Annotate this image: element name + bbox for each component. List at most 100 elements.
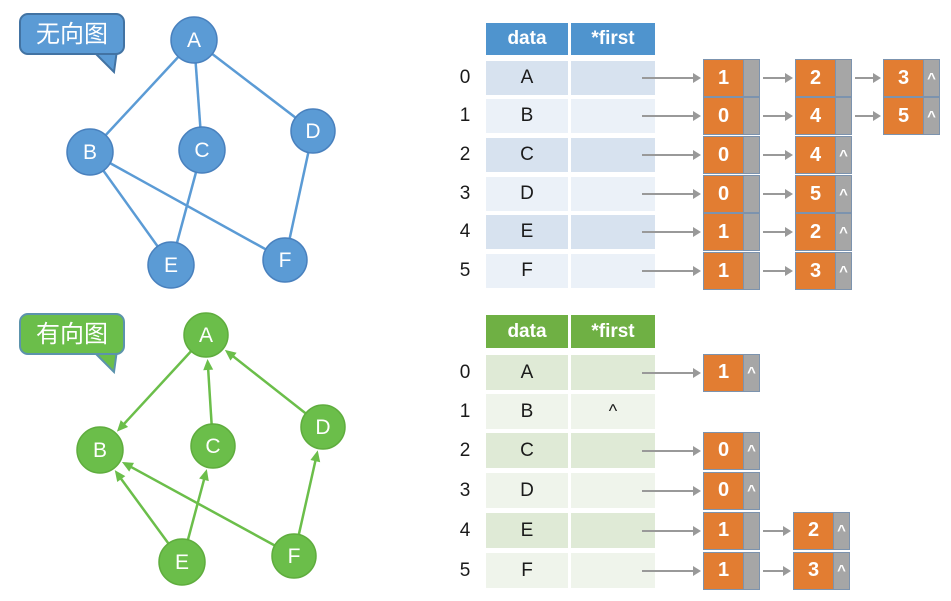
first-pointer-cell [571,138,655,172]
list-node-value: 1 [704,60,744,96]
list-node: 0^ [703,471,760,510]
list-node-value: 0 [704,137,744,173]
list-node-next: ^ [927,107,936,125]
list-node-value: 5 [796,176,836,212]
list-node-next: ^ [747,442,756,459]
edge-arrowhead-icon [224,349,237,361]
pointer-arrow-icon [642,227,701,237]
data-cell: E [486,513,568,548]
speech-bubble-body [19,313,125,355]
list-node: 5^ [883,97,940,135]
data-cell: A [486,61,568,95]
edge-arrowhead-icon [116,420,129,432]
list-node: 1 [703,59,760,97]
graph-node [170,16,218,64]
list-node-value: 1 [704,214,744,250]
list-node: 1 [703,213,760,251]
graph-node [158,538,206,586]
edge-arrowhead-icon [203,358,214,371]
first-pointer-cell [571,355,655,390]
data-cell: B [486,99,568,133]
list-node-next: ^ [839,185,848,203]
row-index: 1 [459,400,471,422]
graph-node-label: D [315,416,330,439]
list-node-next [744,253,759,289]
graph-node [147,241,195,289]
graph-node-label: A [199,324,213,347]
speech-bubble-body [19,13,125,55]
graph-node-label: B [83,141,97,164]
list-node-value: 4 [796,137,836,173]
pointer-arrow-icon [642,565,701,576]
data-cell: D [486,177,568,211]
list-node-value: 1 [704,354,744,391]
table-header-data: data [486,23,568,55]
list-node: 0 [703,175,760,213]
graph-node [183,312,229,358]
list-node-next [744,137,759,173]
list-node-next [744,553,759,589]
directed-graph-label: 有向图 [36,321,108,348]
graph-node-label: C [194,139,209,162]
pointer-arrow-icon [642,111,701,121]
pointer-arrow-icon [763,189,793,199]
graph-node [178,126,226,174]
graph-edge [128,464,295,558]
list-node-next [744,176,759,212]
row-index: 0 [459,67,471,88]
graph-node [290,108,336,154]
list-node: 1^ [703,353,760,392]
list-node-next: ^ [839,262,848,280]
pointer-arrow-icon [642,367,701,378]
graph-node [76,426,124,474]
graph-node-label: A [187,29,201,52]
table-header-first: *first [571,315,655,348]
list-node-next: ^ [837,522,846,539]
graph-node [190,423,236,469]
speech-bubble-directed: 有向图 [19,313,125,375]
list-node-value: 2 [796,60,836,96]
graph-node-label: E [175,551,189,574]
pointer-arrow-icon [642,525,701,536]
list-node: 2 [795,59,852,97]
table-header-data: data [486,315,568,348]
first-pointer-cell [571,177,655,211]
row-index: 0 [459,361,471,383]
list-node: 1 [703,511,760,550]
speech-bubble-undirected: 无向图 [19,13,125,75]
first-pointer-cell [571,553,655,588]
pointer-arrow-icon [855,73,881,83]
list-node: 4^ [795,136,852,174]
row-index: 5 [459,559,471,581]
list-node-value: 2 [796,214,836,250]
row-index: 2 [459,439,471,461]
list-node-value: 0 [704,432,744,469]
first-pointer-cell [571,513,655,548]
list-node-value: 0 [704,472,744,509]
list-node: 2^ [793,511,850,550]
list-node-next [744,513,759,549]
list-node-next: ^ [837,562,846,579]
list-node: 3^ [883,59,940,97]
list-node-next: ^ [839,223,848,241]
graph-node [300,404,346,450]
list-node-value: 4 [796,98,836,134]
list-node-next [744,60,759,96]
list-node-value: 2 [794,512,834,549]
graph-edge [193,39,314,132]
list-node: 0 [703,97,760,135]
row-index: 2 [459,144,471,165]
row-index: 5 [459,260,471,281]
row-index: 3 [459,183,471,204]
data-cell: E [486,215,568,249]
undirected-graph-label: 无向图 [36,21,108,48]
list-node-next [744,214,759,250]
data-cell: A [486,355,568,390]
graph-node-label: D [305,120,320,143]
data-cell: C [486,433,568,468]
data-cell: B [486,394,568,429]
list-node-value: 5 [884,98,924,134]
graph-node-label: C [205,435,220,458]
